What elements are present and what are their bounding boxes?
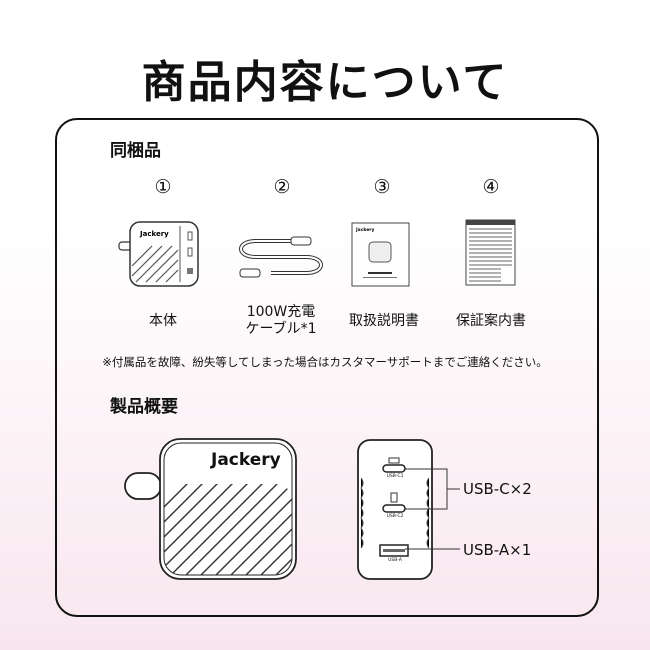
charger-front-image — [124, 438, 297, 580]
item-label-4: 保証案内書 — [456, 313, 526, 329]
charger-image: Jackery — [118, 221, 199, 287]
item-label-3: 取扱説明書 — [349, 313, 419, 329]
svg-text:Jackery: Jackery — [139, 230, 169, 238]
item-label-1: 本体 — [149, 313, 177, 329]
item-number-3: ③ — [373, 176, 391, 198]
svg-text:Jackery: Jackery — [355, 227, 375, 233]
page-title: 商品内容について — [141, 57, 509, 108]
support-note: ※付属品を故障、紛失等してしまった場合はカスタマーサポートまでご連絡ください。 — [102, 355, 548, 369]
overview-heading: 製品概要 — [110, 397, 178, 417]
warranty-image — [465, 219, 516, 286]
item-number-4: ④ — [482, 176, 500, 198]
callout-lines — [405, 468, 460, 550]
port-c1-label: USB-C1 — [386, 474, 404, 479]
item-number-2: ② — [273, 176, 291, 198]
manual-image: Jackery — [351, 222, 410, 287]
cable-image — [239, 236, 323, 278]
port-c2-label: USB-C2 — [386, 514, 404, 519]
included-heading: 同梱品 — [110, 141, 161, 161]
port-a-label: USB-A — [388, 558, 402, 563]
charger-side-image — [357, 439, 433, 580]
usb-a-count-label: USB-A×1 — [463, 541, 532, 559]
item-label-2-line1: 100W充電 — [246, 304, 316, 320]
brand-logo: Jackery — [211, 450, 281, 470]
item-label-2: 100W充電 ケーブル*1 — [226, 304, 336, 338]
item-number-1: ① — [154, 176, 172, 198]
content-card — [55, 118, 599, 617]
item-label-2-line2: ケーブル*1 — [245, 321, 317, 337]
usb-c-count-label: USB-C×2 — [463, 480, 532, 498]
